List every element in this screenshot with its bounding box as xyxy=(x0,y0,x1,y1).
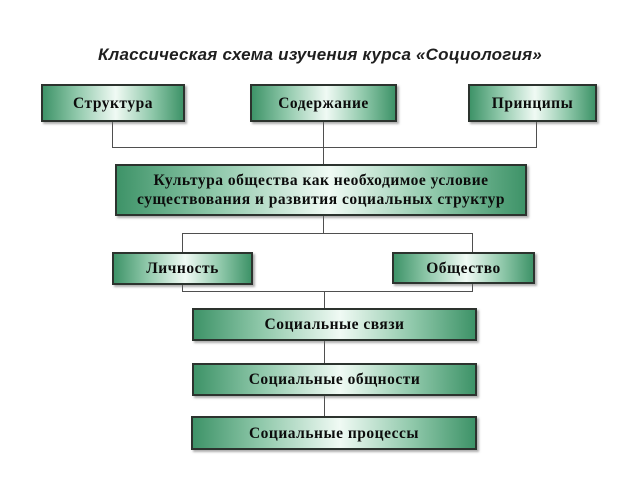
node-society-label: Общество xyxy=(426,259,501,277)
node-social-communities-label: Социальные общности xyxy=(248,371,421,388)
node-social-processes-label: Социальные процессы xyxy=(248,424,420,442)
node-principles-label: Принципы xyxy=(491,94,574,112)
connector-line xyxy=(324,396,325,416)
node-structure-label: Структура xyxy=(73,94,153,112)
slide-title: Классическая схема изучения курса «Социо… xyxy=(98,45,542,64)
connector-line xyxy=(182,233,183,252)
node-culture: Культура общества как необходимое услови… xyxy=(115,164,527,216)
node-society: Общество xyxy=(392,252,535,284)
node-social-communities: Социальные общности xyxy=(192,363,477,396)
node-culture-line1: Культура общества как необходимое услови… xyxy=(153,172,489,189)
connector-line xyxy=(536,122,537,147)
connector-line xyxy=(323,216,324,233)
connector-line xyxy=(324,341,325,363)
connector-line xyxy=(182,233,473,234)
connector-line xyxy=(472,233,473,252)
node-content-label: Содержание xyxy=(278,94,369,112)
connector-line xyxy=(323,122,324,164)
node-social-processes: Социальные процессы xyxy=(191,416,477,450)
connector-line xyxy=(472,284,473,291)
node-personality-label: Личность xyxy=(146,260,219,277)
node-personality: Личность xyxy=(112,252,253,285)
connector-line xyxy=(112,122,113,147)
node-principles: Принципы xyxy=(468,84,597,122)
node-culture-line2: существования и развития социальных стру… xyxy=(137,191,505,208)
connector-line xyxy=(112,147,537,148)
connector-line xyxy=(324,291,325,308)
node-social-ties: Социальные связи xyxy=(192,308,477,341)
connector-line xyxy=(182,291,473,292)
node-structure: Структура xyxy=(41,84,185,122)
node-social-ties-label: Социальные связи xyxy=(264,316,405,333)
connector-line xyxy=(182,285,183,291)
node-content: Содержание xyxy=(250,84,397,122)
